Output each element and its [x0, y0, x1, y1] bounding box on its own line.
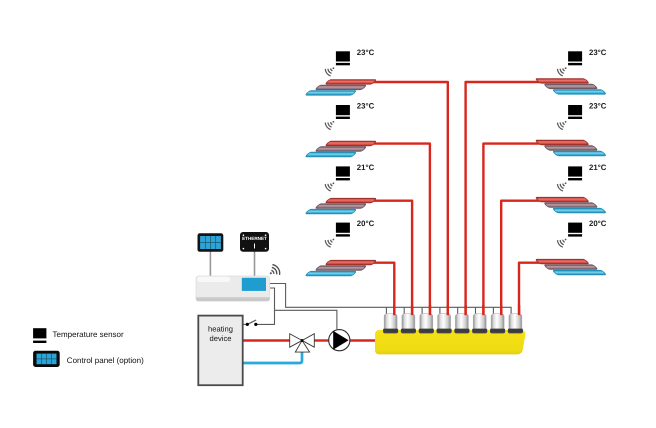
svg-text:23°C: 23°C	[357, 102, 375, 111]
svg-text:Temperature sensor: Temperature sensor	[53, 330, 124, 339]
svg-text:23°C: 23°C	[589, 48, 607, 57]
svg-text:23°C: 23°C	[589, 102, 607, 111]
svg-text:20°C: 20°C	[357, 219, 375, 228]
svg-text:device: device	[210, 334, 232, 343]
svg-text:ETHERNET: ETHERNET	[242, 236, 267, 241]
svg-text:heating: heating	[208, 325, 233, 334]
svg-text:23°C: 23°C	[357, 48, 375, 57]
svg-text:21°C: 21°C	[589, 163, 607, 172]
svg-text:20°C: 20°C	[589, 219, 607, 228]
svg-text:Control panel (option): Control panel (option)	[67, 356, 144, 365]
svg-text:21°C: 21°C	[357, 163, 375, 172]
